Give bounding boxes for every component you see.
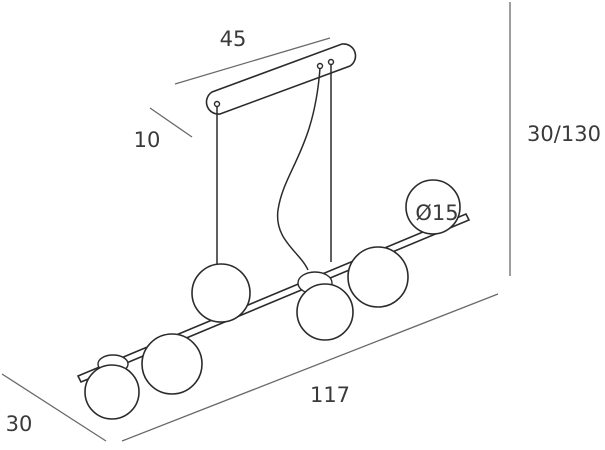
canopy-screw — [213, 100, 221, 108]
power-cord — [276, 67, 321, 271]
glass-globe — [405, 179, 461, 235]
canopy-length-dimension-line — [174, 37, 331, 85]
canopy-length-label: 45 — [220, 27, 247, 51]
glass-globe — [347, 246, 409, 308]
bar-length-dimension-line — [121, 293, 499, 442]
depth-label: 30 — [6, 412, 33, 436]
canopy-screw — [327, 58, 335, 66]
globe-diameter-label: Ø15 — [415, 201, 458, 225]
glass-globe — [296, 283, 354, 341]
light-bar — [76, 212, 471, 384]
canopy-depth-label: 10 — [134, 128, 161, 152]
glass-globe — [191, 263, 251, 323]
canopy-depth-dimension-line — [149, 107, 193, 138]
canopy-screw — [316, 62, 324, 70]
depth-dimension-line — [1, 373, 107, 442]
bar-length-label: 117 — [310, 383, 350, 407]
ceiling-canopy — [205, 43, 357, 115]
glass-globe — [84, 364, 140, 420]
glass-globe — [141, 333, 203, 395]
height-label: 30/130 — [527, 122, 601, 146]
